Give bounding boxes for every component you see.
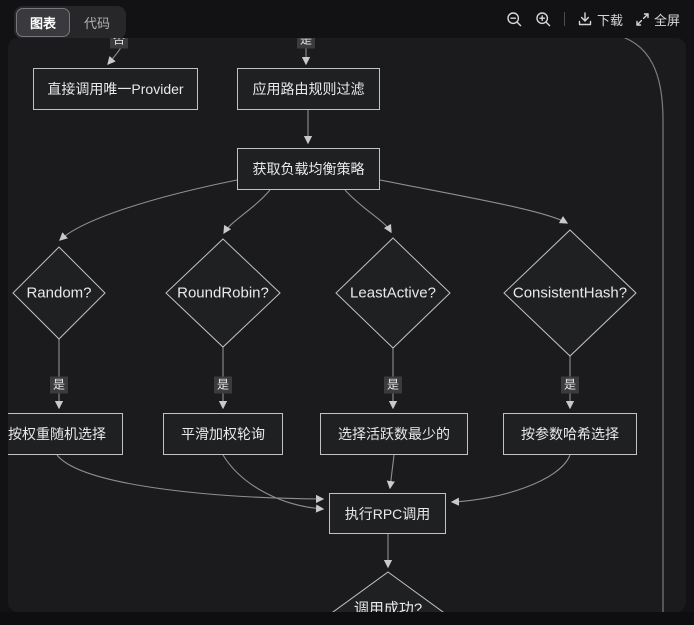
subgraph-border	[623, 38, 664, 612]
flowchart-svg	[12, 38, 664, 612]
label-roundrobin: RoundRobin?	[177, 284, 269, 302]
zoom-out-button[interactable]	[506, 11, 523, 28]
fullscreen-icon	[635, 12, 650, 27]
node-param-hash: 按参数哈希选择	[503, 413, 637, 455]
zoom-out-icon	[506, 11, 523, 28]
fullscreen-label: 全屏	[653, 12, 680, 28]
node-smooth-weighted-rr: 平滑加权轮询	[163, 413, 283, 455]
download-icon	[577, 11, 593, 27]
fullscreen-button[interactable]: 全屏	[635, 10, 680, 29]
node-apply-router-rules: 应用路由规则过滤	[237, 68, 380, 110]
diamond-leastactive	[335, 237, 451, 349]
node-get-lb-strategy: 获取负载均衡策略	[237, 148, 380, 190]
node-call-only-provider: 直接调用唯一Provider	[33, 68, 198, 110]
label-leastactive: LeastActive?	[350, 284, 436, 302]
diamond-roundrobin	[165, 238, 281, 348]
download-button[interactable]: 下载	[577, 10, 623, 29]
edge-label-yes-consistenthash: 是	[560, 376, 580, 394]
tab-code[interactable]: 代码	[84, 16, 111, 31]
label-consistenthash: ConsistentHash?	[512, 284, 628, 302]
node-pick-least-active: 选择活跃数最少的	[320, 413, 468, 455]
edge-strategy-to-random	[59, 179, 238, 241]
edge-label-yes-roundrobin: 是	[213, 376, 233, 394]
toolbar: 图表 代码	[0, 0, 694, 39]
view-tab-group: 图表 代码	[14, 6, 127, 39]
node-execute-rpc: 执行RPC调用	[329, 493, 446, 534]
download-label: 下载	[596, 12, 623, 28]
node-weighted-random: 按权重随机选择	[8, 413, 123, 455]
toolbar-divider	[563, 12, 565, 26]
diamond-call-success	[332, 571, 444, 612]
edge-label-yes-random: 是	[49, 376, 69, 394]
edge-weightedrandom-to-rpc	[56, 454, 325, 504]
edge-smoothrr-to-rpc	[222, 454, 325, 513]
diamond-consistenthash	[503, 229, 637, 357]
zoom-in-icon	[535, 11, 552, 28]
edges	[54, 38, 575, 569]
edge-label-no: 否	[109, 38, 129, 49]
edge-label-yes-leastactive: 是	[383, 376, 403, 394]
tab-chart[interactable]: 图表	[16, 8, 71, 37]
edge-strategy-to-roundrobin	[223, 189, 271, 235]
edge-strategy-to-consistenthash	[379, 179, 569, 224]
diagram-canvas[interactable]: 直接调用唯一Provider 应用路由规则过滤 获取负载均衡策略 按权重随机选择…	[8, 38, 686, 612]
diamond-random	[12, 246, 106, 340]
label-random: Random?	[26, 284, 92, 302]
label-call-success: 调用成功?	[353, 600, 423, 613]
zoom-in-button[interactable]	[535, 11, 552, 28]
diamonds	[12, 229, 637, 612]
edge-paramhash-to-rpc	[450, 454, 571, 506]
edge-pickleast-to-rpc	[386, 454, 395, 490]
toolbar-controls: 下载 全屏	[506, 0, 680, 38]
edge-strategy-to-leastactive	[344, 189, 392, 234]
page-bottom-margin	[0, 612, 694, 625]
edge-label-yes-top: 是	[296, 38, 316, 49]
